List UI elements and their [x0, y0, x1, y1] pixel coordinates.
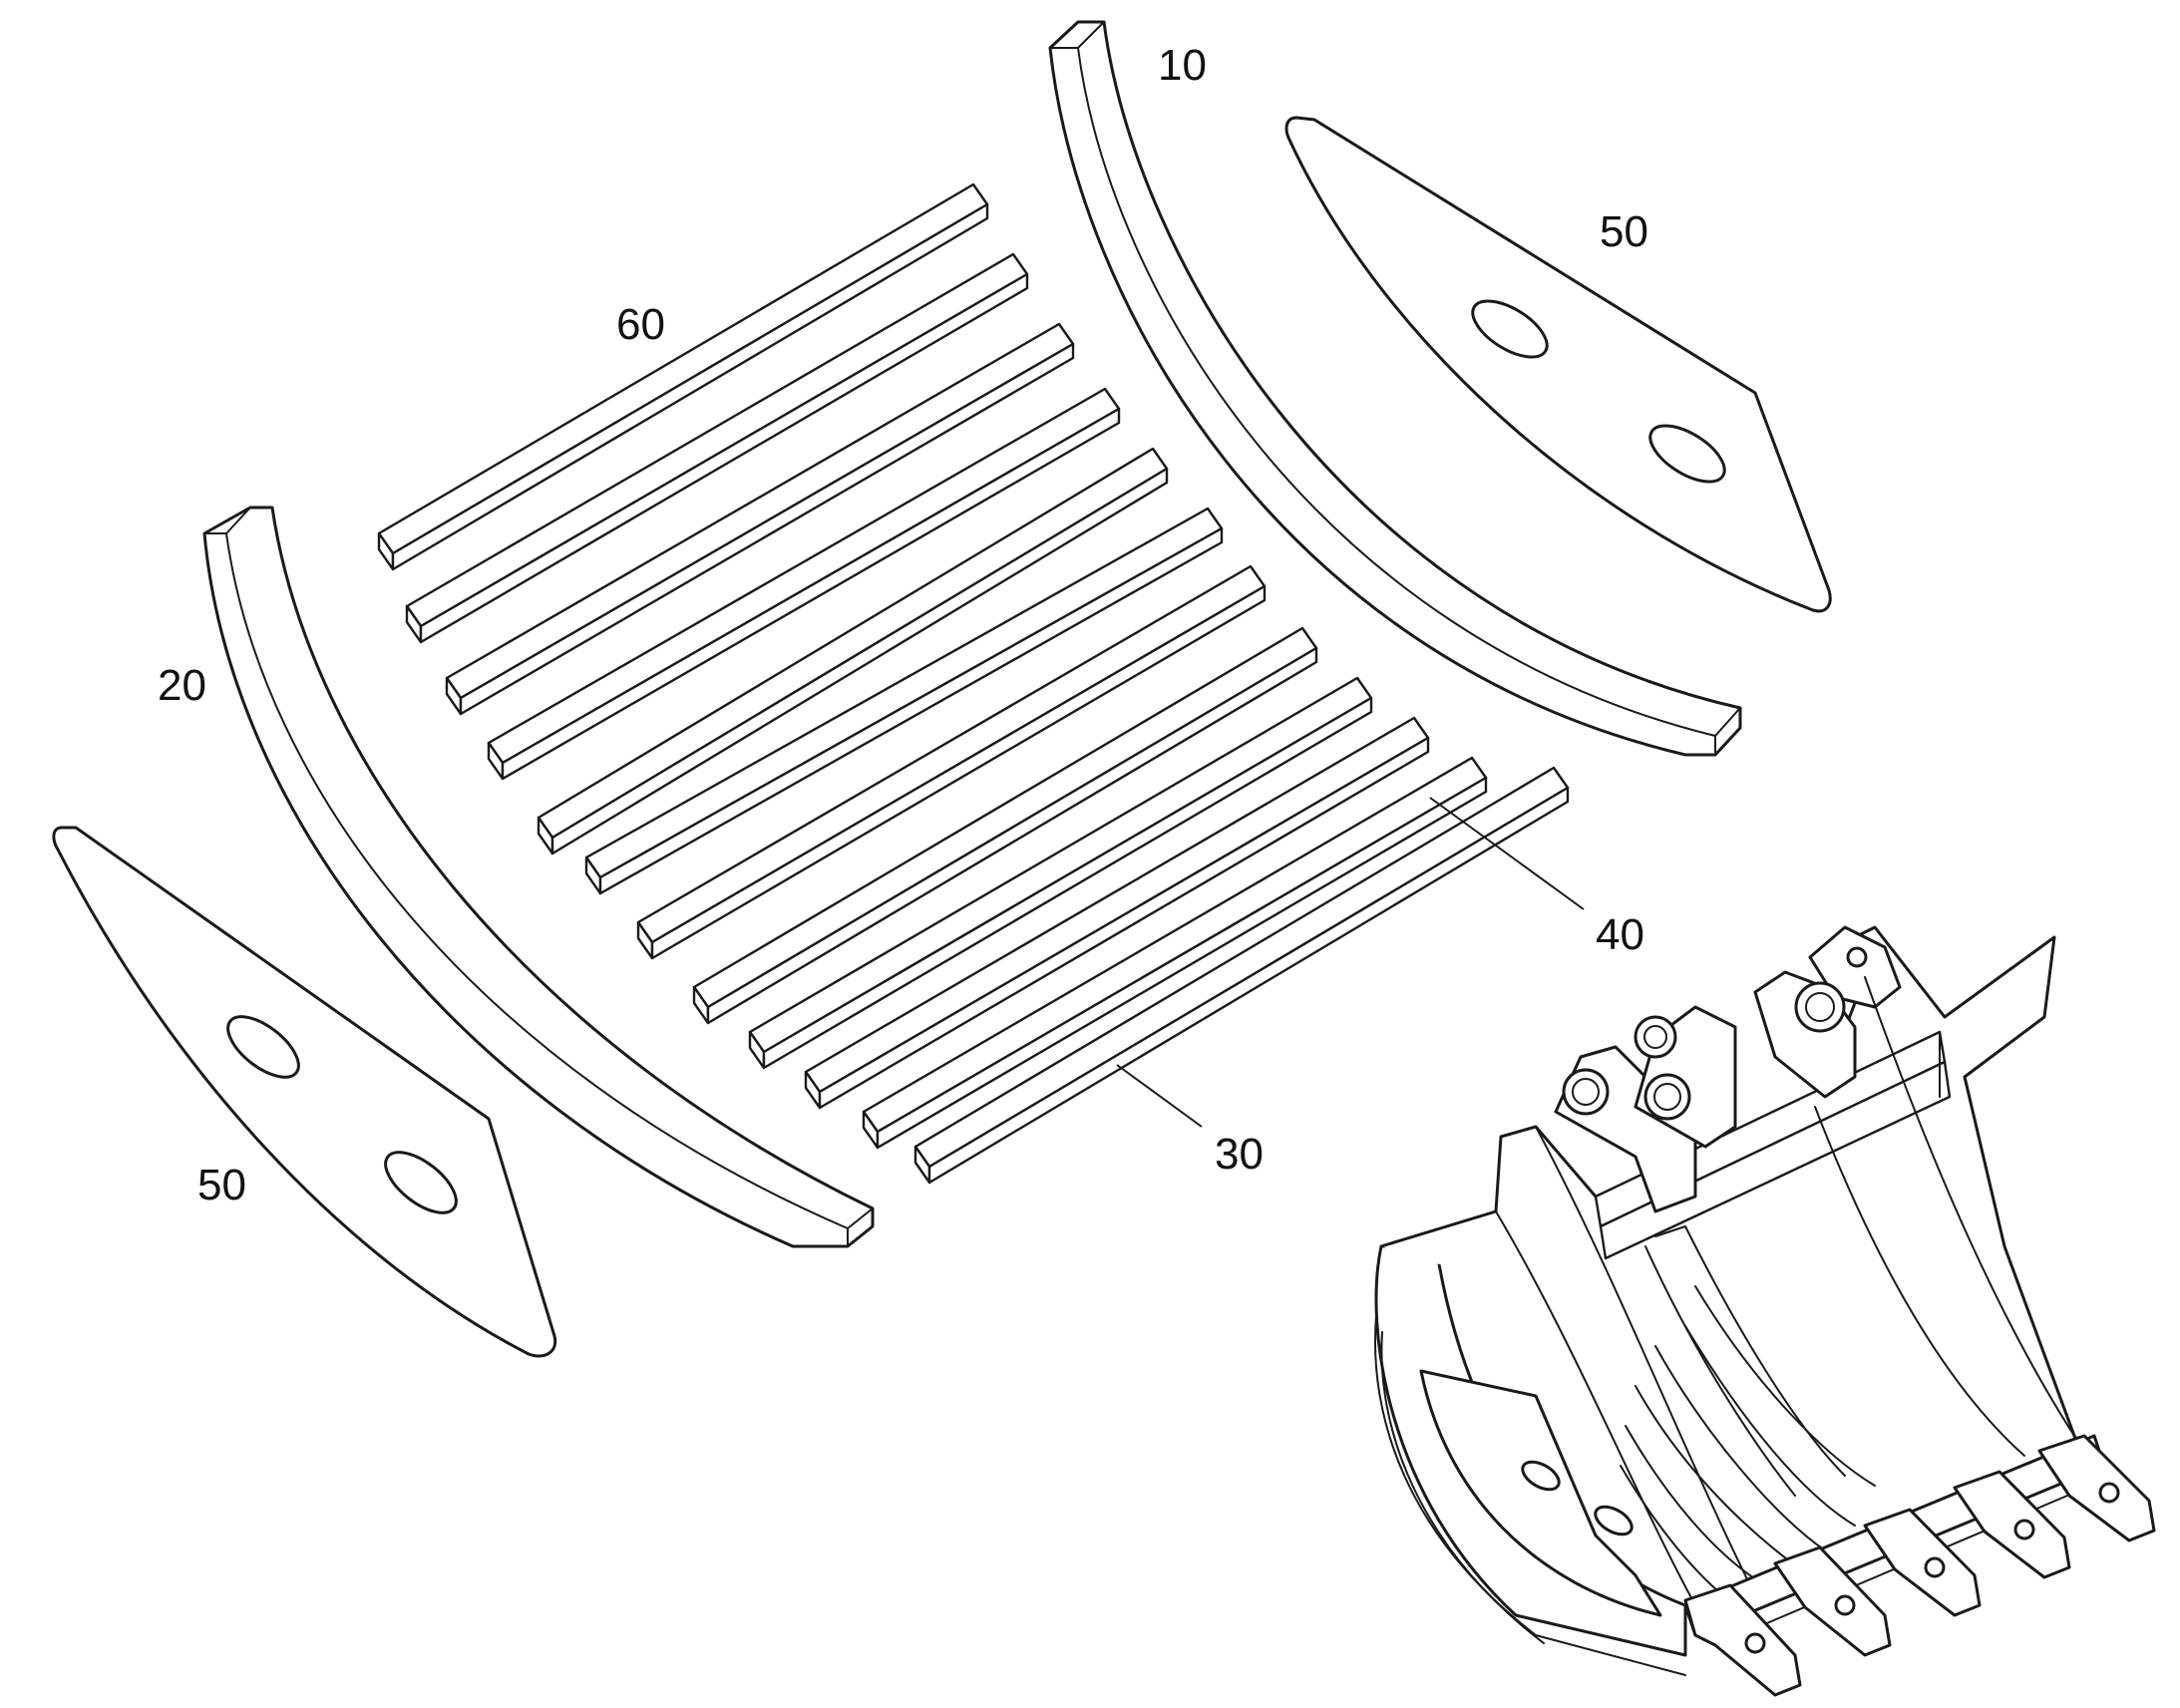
label-40: 40	[1596, 910, 1644, 959]
wear-strip	[537, 447, 1169, 855]
wear-strip	[584, 507, 1224, 895]
label-20: 20	[158, 661, 206, 710]
wear-strips-60	[377, 182, 1570, 1185]
pivot-pin	[1794, 981, 1846, 1033]
label-50-right: 50	[1600, 207, 1648, 256]
wear-strip	[692, 626, 1318, 1025]
wear-strip	[862, 756, 1488, 1150]
wear-strip	[636, 564, 1267, 960]
label-50-left: 50	[197, 1161, 246, 1209]
bucket-teeth	[1683, 1434, 2156, 1697]
mounting-hole	[1648, 424, 1726, 484]
side-plate-50-right	[1284, 116, 1832, 613]
excavator-bucket	[1374, 925, 2156, 1697]
curved-liner-10	[1048, 20, 1742, 757]
pivot-pin	[1562, 1068, 1610, 1116]
mounting-hole	[1471, 299, 1549, 359]
label-30: 30	[1215, 1130, 1264, 1179]
wear-strip	[487, 387, 1121, 781]
mounting-hole	[384, 1151, 458, 1214]
mounting-hole	[226, 1015, 300, 1079]
leader-line-30	[1116, 1064, 1203, 1128]
wear-strip	[913, 766, 1570, 1185]
leader-line-40	[1429, 797, 1585, 910]
label-60: 60	[616, 300, 665, 349]
wear-strip	[377, 182, 989, 571]
label-10: 10	[1158, 41, 1207, 90]
wear-strip	[804, 716, 1430, 1110]
wear-strip	[748, 676, 1373, 1070]
wear-strip	[445, 322, 1075, 716]
curved-liner-20	[202, 506, 875, 1248]
side-plate-50-left	[52, 826, 557, 1358]
pivot-pin	[1643, 1073, 1691, 1121]
pivot-pin	[1634, 1015, 1677, 1059]
wear-strip	[405, 252, 1029, 644]
